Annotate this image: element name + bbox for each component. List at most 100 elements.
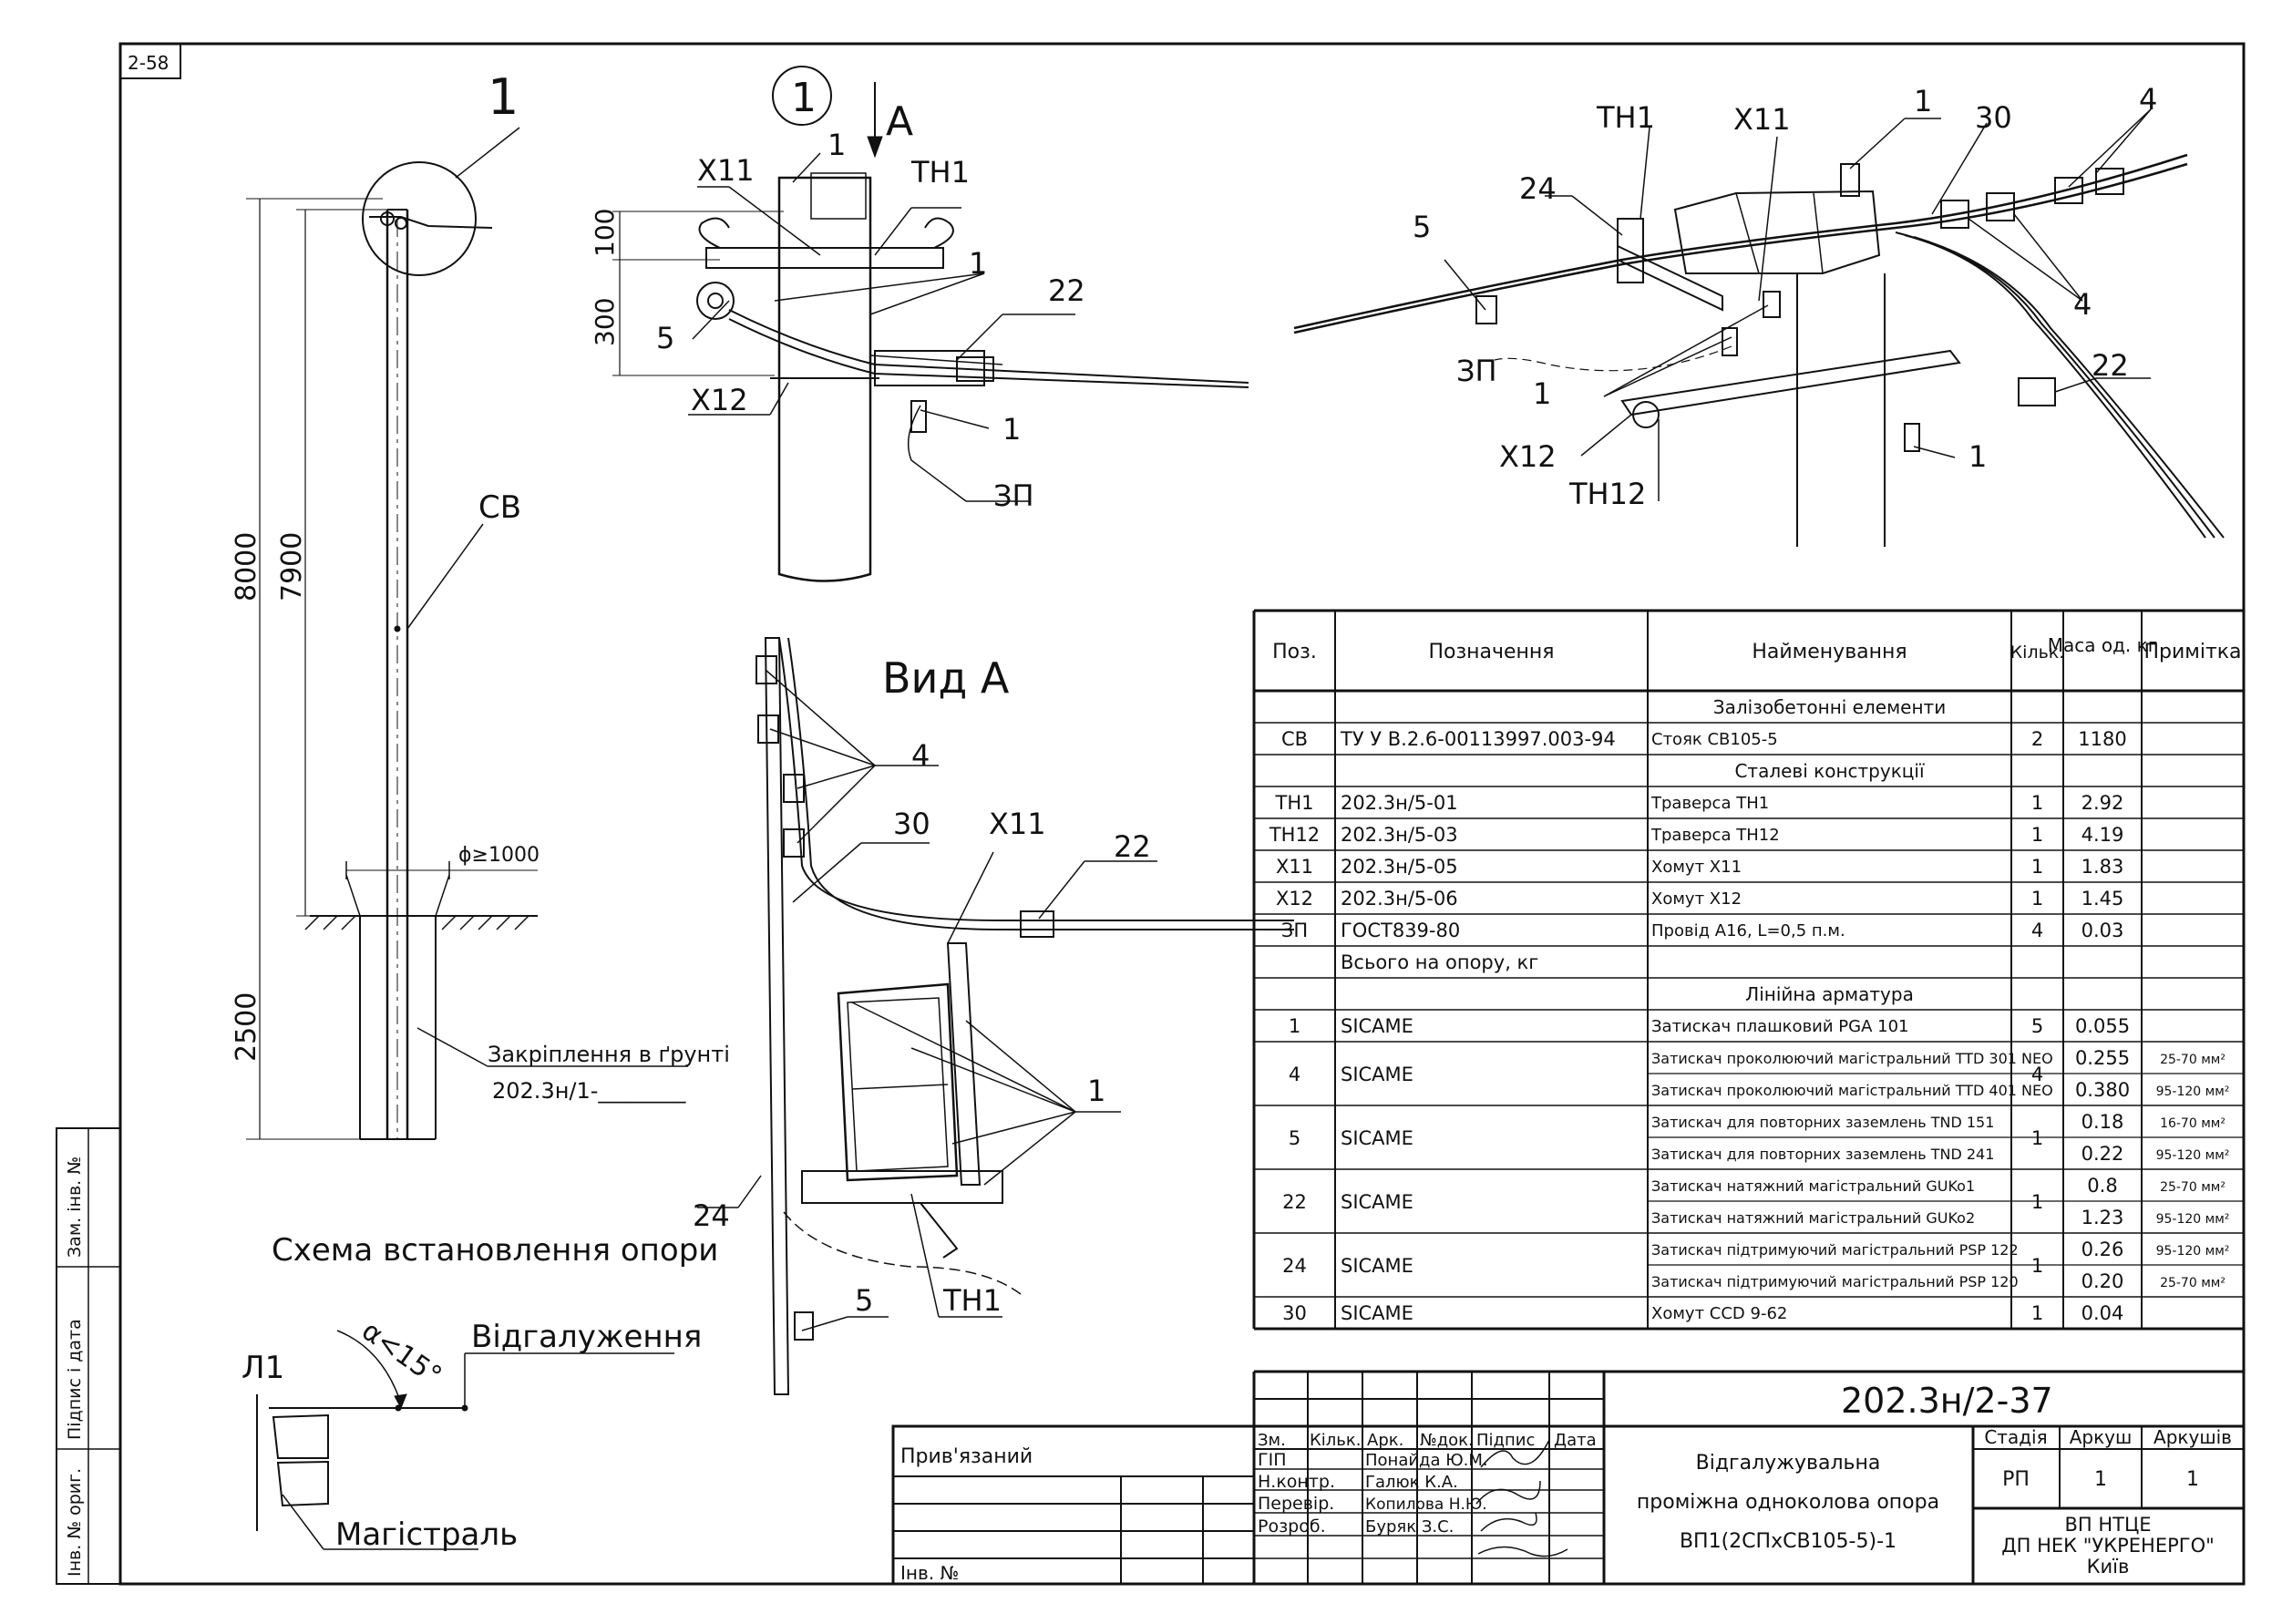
spec-row-pos: 5 bbox=[1289, 1127, 1300, 1149]
spec-row-pos: СВ bbox=[1281, 728, 1308, 750]
spec-row-pos: 4 bbox=[1289, 1064, 1300, 1085]
spec-row-code: ТУ У В.2.6-00113997.003-94 bbox=[1340, 728, 1616, 750]
spec-row-mass: 4.19 bbox=[2082, 824, 2124, 846]
view-a-label-x11: Х11 bbox=[989, 807, 1046, 841]
side-stamp: Зам. інв. № Підпис і дата Інв. № ориг. bbox=[56, 1127, 121, 1585]
spec-section-s2: Сталеві конструкції bbox=[1734, 760, 1924, 782]
spec-row-pos: Х12 bbox=[1276, 888, 1313, 910]
spec-row-mass: 0.26 bbox=[2082, 1239, 2124, 1260]
org-line3: Київ bbox=[2087, 1556, 2130, 1578]
spec-row-code: 202.3н/5-06 bbox=[1341, 888, 1458, 910]
pole-label-cv: СВ bbox=[478, 489, 521, 526]
iso-label-th12: ТН12 bbox=[1568, 477, 1646, 511]
detail-label-x11: Х11 bbox=[697, 153, 755, 188]
staff-role-ncontr: Н.контр. bbox=[1258, 1472, 1335, 1492]
iso-label-24: 24 bbox=[1519, 171, 1557, 206]
spec-row-note: 25-70 мм² bbox=[2160, 1180, 2225, 1195]
sheets-value: 1 bbox=[2186, 1468, 2199, 1491]
staff-name-ncontr: Галюк К.А. bbox=[1365, 1473, 1458, 1492]
spec-header-code: Позначення bbox=[1428, 641, 1554, 663]
spec-row-code: SICAME bbox=[1341, 1302, 1413, 1324]
spec-row-name: Стояк СВ105-5 bbox=[1651, 730, 1778, 749]
spec-row-mass: 0.18 bbox=[2082, 1111, 2124, 1133]
dim-depth: 2500 bbox=[231, 992, 262, 1062]
branch-scheme bbox=[256, 1330, 674, 1550]
spec-row-pos: 30 bbox=[1282, 1302, 1307, 1324]
spec-row-mass: 2.92 bbox=[2082, 792, 2124, 814]
spec-row-qty: 1 bbox=[2031, 1255, 2043, 1277]
staff-name-dev: Буряк З.С. bbox=[1365, 1517, 1454, 1537]
view-a-label-24: 24 bbox=[693, 1198, 730, 1233]
detail-label-1b: 1 bbox=[969, 246, 987, 281]
spec-row-pos: ТН12 bbox=[1269, 824, 1320, 846]
spec-row-pos: Х11 bbox=[1276, 856, 1313, 878]
detail-label-5: 5 bbox=[656, 321, 674, 355]
spec-row-name: Хомут Х11 bbox=[1651, 858, 1742, 877]
org-line2: ДП НЕК "УКРЕНЕРГО" bbox=[2001, 1535, 2215, 1557]
stage-value: РП bbox=[2002, 1468, 2030, 1491]
spec-row-mass: 1180 bbox=[2078, 728, 2126, 750]
spec-row-qty: 4 bbox=[2031, 920, 2043, 941]
branch-l1: Л1 bbox=[242, 1350, 284, 1386]
spec-header-note: Примітка bbox=[2143, 641, 2241, 663]
anchoring-label: Закріплення в ґрунті bbox=[488, 1042, 730, 1067]
spec-row-note: 25-70 мм² bbox=[2160, 1053, 2225, 1067]
detail-label-1c: 1 bbox=[1002, 412, 1021, 447]
spec-row-name-2: Затискач проколюючий магістральний TTD 4… bbox=[1651, 1082, 2053, 1099]
detail-label-1a: 1 bbox=[827, 128, 846, 162]
tb-col-change: Зм. bbox=[1258, 1431, 1286, 1450]
iso-label-x11: Х11 bbox=[1733, 102, 1791, 137]
spec-row-mass: 0.03 bbox=[2082, 920, 2124, 941]
iso-label-zp: ЗП bbox=[1456, 354, 1497, 388]
spec-row-code: 202.3н/5-05 bbox=[1341, 856, 1458, 878]
spec-row-qty: 1 bbox=[2031, 888, 2043, 910]
spec-row-note-2: 95-120 мм² bbox=[2156, 1084, 2230, 1099]
spec-row-mass: 0.04 bbox=[2082, 1302, 2124, 1324]
spec-row-mass-2: 0.22 bbox=[2082, 1143, 2124, 1165]
spec-row-code: SICAME bbox=[1341, 1127, 1413, 1149]
detail-label-th1: ТН1 bbox=[910, 155, 970, 190]
spec-row-name: Затискач підтримуючий магістральний PSP … bbox=[1651, 1241, 2019, 1259]
spec-row-code: 202.3н/5-03 bbox=[1341, 824, 1458, 846]
iso-label-1b: 1 bbox=[1533, 376, 1551, 411]
stage-label: Стадія bbox=[1984, 1426, 2047, 1448]
branch-label: Відгалуження bbox=[471, 1319, 702, 1355]
iso-label-x12: Х12 bbox=[1499, 439, 1557, 474]
spec-row-code: SICAME bbox=[1341, 1255, 1413, 1277]
spec-row-pos: ЗП bbox=[1281, 920, 1308, 941]
sheet-frame bbox=[118, 42, 2246, 1586]
setup-view-title: Схема встановлення опори bbox=[272, 1232, 718, 1269]
tb-col-qty: Кільк. bbox=[1310, 1431, 1362, 1450]
tb-col-date: Дата bbox=[1554, 1431, 1597, 1450]
staff-name-gip: Понайда Ю.М. bbox=[1365, 1451, 1488, 1470]
view-a-label-5: 5 bbox=[855, 1283, 873, 1318]
spec-row-name-2: Затискач підтримуючий магістральний PSP … bbox=[1651, 1273, 2019, 1290]
spec-row-note: 16-70 мм² bbox=[2160, 1116, 2225, 1131]
spec-header-pos: Поз. bbox=[1272, 641, 1317, 663]
spec-row-name: Траверса ТН12 bbox=[1650, 826, 1780, 845]
detail-label-22: 22 bbox=[1048, 273, 1085, 308]
doc-title-line3: ВП1(2СПхСВ105-5)-1 bbox=[1680, 1530, 1897, 1553]
spec-row-name: Затискач для повторних заземлень TND 151 bbox=[1651, 1114, 1994, 1131]
spec-row-name: Затискач плашковий PGA 101 bbox=[1651, 1017, 1909, 1036]
spec-row-qty: 1 bbox=[2031, 1127, 2043, 1149]
anchoring-ref: 202.3н/1-________ bbox=[492, 1078, 686, 1104]
spec-row-mass: 0.055 bbox=[2075, 1015, 2130, 1037]
spec-row-qty: 4 bbox=[2031, 1064, 2043, 1085]
spec-row-qty: 1 bbox=[2031, 1191, 2043, 1213]
spec-row-qty: 5 bbox=[2031, 1015, 2043, 1037]
corner-code: 2-58 bbox=[128, 52, 169, 74]
spec-row-qty: 1 bbox=[2031, 824, 2043, 846]
spec-row-qty: 2 bbox=[2031, 728, 2043, 750]
spec-row-code: SICAME bbox=[1341, 1015, 1413, 1037]
spec-row-mass-2: 0.20 bbox=[2082, 1270, 2124, 1292]
detail-label-zp: ЗП bbox=[993, 478, 1034, 513]
tb-col-sheet: Арк. bbox=[1367, 1431, 1403, 1450]
dim-height-above: 7900 bbox=[276, 532, 308, 601]
spec-row-pos: 22 bbox=[1282, 1191, 1307, 1213]
sheet-value: 1 bbox=[2094, 1468, 2107, 1491]
spec-row-qty: 1 bbox=[2031, 856, 2043, 878]
view-a-title: Вид А bbox=[882, 653, 1010, 703]
